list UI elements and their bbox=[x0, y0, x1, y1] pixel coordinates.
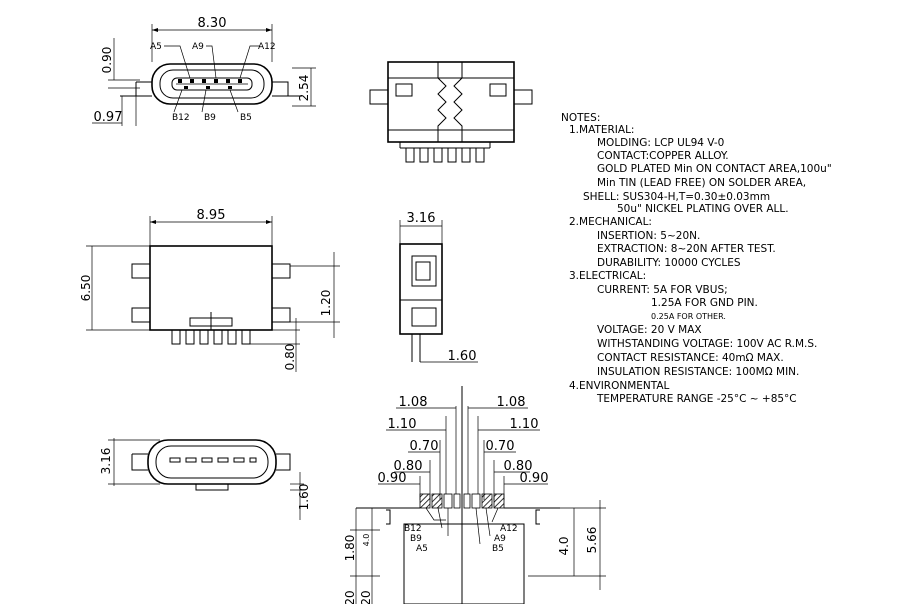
front-offset-dim: 0.97 bbox=[94, 110, 123, 125]
note-line: 0.25A FOR OTHER. bbox=[651, 312, 726, 321]
note-line: 1.25A FOR GND PIN. bbox=[651, 297, 758, 309]
fp-pin-b12: B12 bbox=[404, 524, 422, 534]
note-line: VOLTAGE: 20 V MAX bbox=[597, 324, 702, 336]
bottom-height-dim: 3.16 bbox=[99, 448, 113, 475]
note-line: INSULATION RESISTANCE: 100MΩ MIN. bbox=[597, 366, 799, 378]
front-pin-b12: B12 bbox=[172, 113, 190, 123]
fp-dim-l108: 1.08 bbox=[399, 395, 428, 410]
fp-pin-a9: A9 bbox=[494, 534, 506, 544]
note-line: 1.MATERIAL: bbox=[569, 124, 634, 136]
top-view: 8.95 6.50 1.20 0.80 bbox=[79, 208, 340, 372]
fp-dim-v40: 4.0 bbox=[362, 534, 371, 547]
note-line: 4.ENVIRONMENTAL bbox=[569, 380, 670, 392]
front-pin-b9: B9 bbox=[204, 113, 216, 123]
front-pin-a9: A9 bbox=[192, 42, 204, 52]
bottom-view-contacts bbox=[169, 457, 257, 463]
note-line: WITHSTANDING VOLTAGE: 100V AC R.M.S. bbox=[597, 338, 817, 350]
note-line: EXTRACTION: 8~20N AFTER TEST. bbox=[597, 243, 776, 255]
front-width-dim: 8.30 bbox=[198, 16, 227, 31]
note-line: GOLD PLATED Min ON CONTACT AREA,100u" bbox=[597, 163, 832, 175]
fp-pin-a5: A5 bbox=[416, 544, 428, 554]
side-width-dim: 3.16 bbox=[407, 211, 436, 226]
fp-dim-v20b: 20 bbox=[359, 590, 373, 604]
footprint-pads bbox=[419, 493, 505, 509]
fp-dim-r090: 0.90 bbox=[520, 471, 549, 486]
footprint-view: 1.08 1.08 1.10 1.10 0.70 0.70 0.80 0.80 bbox=[343, 386, 606, 604]
front-view: 8.30 0.90 0.97 2.54 bbox=[92, 16, 316, 126]
fp-dim-r070: 0.70 bbox=[486, 439, 515, 454]
fp-pin-b9: B9 bbox=[410, 534, 422, 544]
notes-block: NOTES: 1.MATERIAL: MOLDING: LCP UL94 V-0… bbox=[561, 112, 832, 405]
fp-dim-v180: 1.80 bbox=[343, 535, 357, 562]
note-line: 3.ELECTRICAL: bbox=[569, 270, 646, 282]
front-height-dim: 0.90 bbox=[100, 47, 114, 74]
fp-dim-v20a: 20 bbox=[343, 590, 357, 604]
note-line: CURRENT: 5A FOR VBUS; bbox=[597, 284, 728, 296]
fp-dim-h40: 4.0 bbox=[557, 536, 571, 555]
footprint-dim-rows: 1.08 1.08 1.10 1.10 0.70 0.70 0.80 0.80 bbox=[378, 395, 549, 500]
note-line: TEMPERATURE RANGE -25°C ~ +85°C bbox=[596, 393, 797, 405]
fp-pin-b5: B5 bbox=[492, 544, 504, 554]
note-line: 2.MECHANICAL: bbox=[569, 216, 652, 228]
bottom-view: 3.16 1.60 bbox=[99, 438, 311, 520]
notes-heading: NOTES: bbox=[561, 112, 600, 124]
note-line: DURABILITY: 10000 CYCLES bbox=[597, 257, 741, 269]
top-tail-dim: 0.80 bbox=[283, 344, 297, 371]
top-view-pins bbox=[171, 329, 251, 345]
fp-dim-r108: 1.08 bbox=[497, 395, 526, 410]
top-length-dim: 6.50 bbox=[79, 275, 93, 302]
fp-dim-r110: 1.10 bbox=[510, 417, 539, 432]
shell-top-view bbox=[369, 61, 533, 163]
front-pin-b5: B5 bbox=[240, 113, 252, 123]
note-line: INSERTION: 5~20N. bbox=[597, 230, 700, 242]
fp-dim-l090: 0.90 bbox=[378, 471, 407, 486]
note-line: SHELL: SUS304-H,T=0.30±0.03mm bbox=[583, 191, 770, 203]
top-width-dim: 8.95 bbox=[197, 208, 226, 223]
note-line: MOLDING: LCP UL94 V-0 bbox=[597, 137, 724, 149]
fp-dim-r080: 0.80 bbox=[504, 459, 533, 474]
top-pitch-dim: 1.20 bbox=[319, 290, 333, 317]
front-pin-a12: A12 bbox=[258, 42, 276, 52]
fp-dim-l110: 1.10 bbox=[388, 417, 417, 432]
fp-dim-h566: 5.66 bbox=[585, 527, 599, 554]
note-line: 50u" NICKEL PLATING OVER ALL. bbox=[617, 203, 789, 215]
note-line: Min TIN (LEAD FREE) ON SOLDER AREA, bbox=[597, 177, 806, 189]
front-depth-dim: 2.54 bbox=[297, 75, 311, 102]
side-view: 3.16 1.60 bbox=[399, 211, 478, 364]
shell-top-pins bbox=[399, 142, 491, 163]
bottom-tail-dim: 1.60 bbox=[297, 484, 311, 511]
note-line: CONTACT:COPPER ALLOY. bbox=[597, 150, 729, 162]
side-tail-dim: 1.60 bbox=[448, 349, 477, 364]
fp-pin-a12: A12 bbox=[500, 524, 518, 534]
front-contacts bbox=[178, 79, 242, 89]
note-line: CONTACT RESISTANCE: 40mΩ MAX. bbox=[597, 352, 784, 364]
fp-dim-l070: 0.70 bbox=[410, 439, 439, 454]
fp-dim-l080: 0.80 bbox=[394, 459, 423, 474]
front-pin-a5: A5 bbox=[150, 42, 162, 52]
